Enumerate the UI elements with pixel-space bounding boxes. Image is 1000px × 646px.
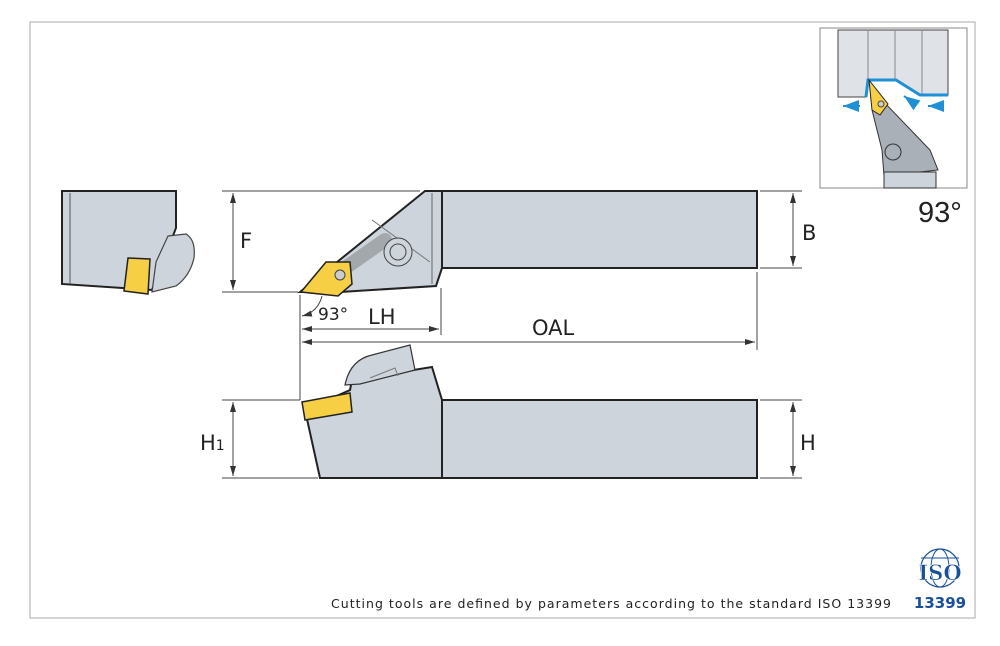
- dim-F: F: [240, 229, 252, 253]
- insert: [123, 257, 151, 295]
- logo-number-text: 13399: [914, 594, 966, 612]
- chip-flow-line: [864, 78, 948, 98]
- dim-B: B: [802, 221, 816, 245]
- side-view: [301, 344, 758, 479]
- footer-text: Cutting tools are defined by parameters …: [331, 596, 891, 611]
- top-view: [297, 190, 758, 297]
- logo-iso-text: ISO: [918, 560, 961, 585]
- iso-13399-logo: ISO 13399: [914, 548, 966, 612]
- inset-angle-label: 93°: [918, 197, 962, 229]
- machining-inset: [819, 27, 968, 189]
- dimension-lines: [222, 190, 802, 479]
- diagram-frame: [29, 21, 976, 619]
- end-view: [61, 190, 195, 295]
- dim-H: H: [800, 431, 816, 455]
- insert: [301, 392, 353, 421]
- dim-angle: 93°: [318, 305, 348, 325]
- dim-H1: H1: [200, 431, 225, 455]
- dim-OAL: OAL: [532, 316, 575, 340]
- dim-LH: LH: [368, 305, 396, 329]
